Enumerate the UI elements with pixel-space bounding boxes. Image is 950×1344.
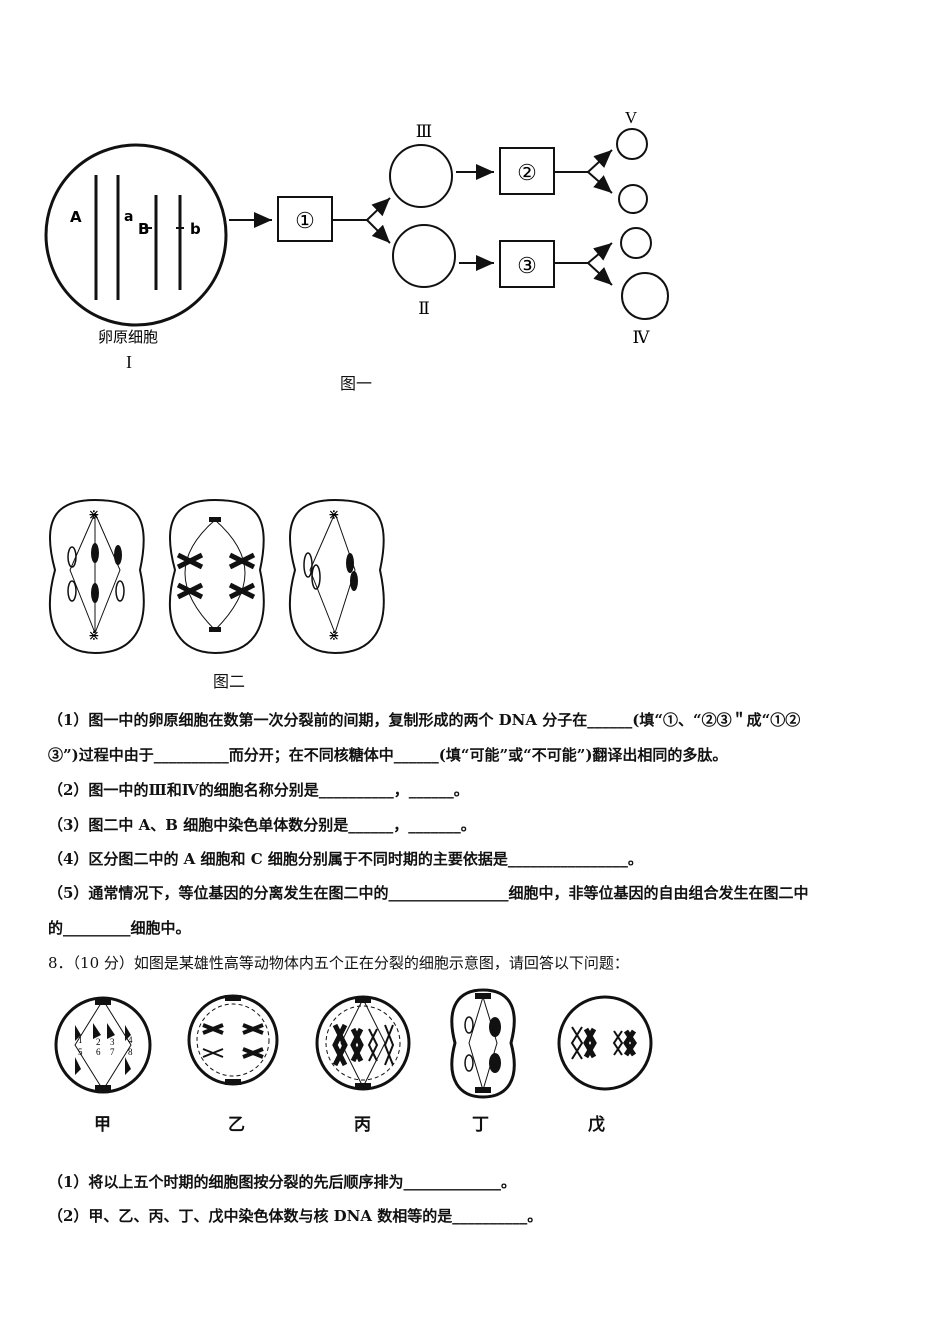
label-II: Ⅱ — [418, 299, 430, 318]
question-5-line-1: （5）通常情况下，等位基因的分离发生在图二中的________________细… — [48, 884, 809, 902]
figure-two-diagram: ⋇ ⋇ ⋇ ⋇ — [49, 498, 385, 655]
cell-yi — [187, 994, 279, 1086]
figure-two-caption: 图二 — [213, 672, 246, 691]
allele-b-label: b — [190, 220, 201, 238]
figure-one-diagram: A a B b ① Ⅲ Ⅱ ② ③ V Ⅳ 卵原细胞 — [44, 108, 669, 347]
cell-label-jia: 甲 — [94, 1115, 111, 1135]
question-8-header: 8．（10 分）如图是某雄性高等动物体内五个正在分裂的细胞示意图，请回答以下问题… — [48, 954, 629, 972]
question-4: （4）区分图二中的 A 细胞和 C 细胞分别属于不同时期的主要依据是______… — [48, 850, 643, 868]
chromosome-number-5: 5 — [78, 1047, 83, 1057]
allele-A-label: A — [70, 208, 82, 226]
cell-label-bing: 丙 — [354, 1115, 371, 1135]
allele-B-label: B — [138, 220, 149, 238]
svg-text:⋇: ⋇ — [88, 629, 100, 644]
process-label-2: ② — [517, 160, 537, 185]
figure-one-caption: 图一 — [340, 374, 373, 393]
chromosome-number-7: 7 — [110, 1047, 115, 1057]
question-5-line-2: 的_________细胞中。 — [48, 919, 191, 937]
label-I: I — [126, 352, 132, 372]
question-1-line-1: （1）图一中的卵原细胞在数第一次分裂前的间期，复制形成的两个 DNA 分子在__… — [48, 711, 801, 729]
question-8-cells-figure: 1 2 3 4 5 6 7 8 — [54, 988, 653, 1099]
chromosome-number-6: 6 — [96, 1047, 101, 1057]
cell-II — [392, 224, 456, 288]
label-III: Ⅲ — [416, 122, 432, 141]
oocyte-cell — [44, 143, 228, 327]
cell-label-yi: 乙 — [228, 1115, 245, 1135]
chromosome-number-2: 2 — [96, 1037, 101, 1047]
chromosome-number-8: 8 — [128, 1047, 133, 1057]
cell-V — [616, 128, 648, 160]
cell-ding — [450, 988, 516, 1099]
process-label-1: ① — [295, 208, 315, 233]
cell-wu — [557, 995, 653, 1091]
question-2: （2）图一中的Ⅲ和Ⅳ的细胞名称分别是__________，______。 — [48, 781, 469, 799]
svg-text:⋇: ⋇ — [328, 629, 340, 644]
label-V: V — [625, 108, 638, 127]
process-label-3: ③ — [517, 253, 537, 278]
cell-label-wu: 戊 — [588, 1115, 605, 1135]
cell-IV — [621, 272, 669, 320]
question-8-2: （2）甲、乙、丙、丁、戊中染色体数与核 DNA 数相等的是__________。 — [48, 1207, 543, 1225]
label-IV: Ⅳ — [633, 328, 651, 347]
oocyte-caption: 卵原细胞 — [98, 328, 158, 346]
question-8-1: （1）将以上五个时期的细胞图按分裂的先后顺序排为_____________。 — [48, 1173, 516, 1191]
question-3: （3）图二中 A、B 细胞中染色单体数分别是______，_______。 — [48, 816, 476, 834]
polar-body-1 — [618, 184, 648, 214]
question-1-line-2: ③”)过程中由于__________而分开；在不同核糖体中______(填“可能… — [48, 746, 728, 764]
cell-bing — [315, 995, 411, 1091]
cell-label-ding: 丁 — [472, 1115, 489, 1135]
cell-III — [389, 144, 453, 208]
cell-A: ⋇ ⋇ — [49, 498, 145, 655]
allele-a-label: a — [124, 209, 133, 225]
chromosome-number-4: 4 — [128, 1035, 133, 1045]
chromosome-number-3: 3 — [110, 1037, 115, 1047]
polar-body-2 — [620, 227, 652, 259]
cell-jia: 1 2 3 4 5 6 7 8 — [54, 996, 152, 1094]
svg-text:⋇: ⋇ — [328, 508, 340, 523]
svg-text:⋇: ⋇ — [88, 508, 100, 523]
chromosome-number-1: 1 — [78, 1035, 83, 1045]
cell-B — [169, 498, 265, 655]
cell-C: ⋇ ⋇ — [289, 498, 385, 655]
